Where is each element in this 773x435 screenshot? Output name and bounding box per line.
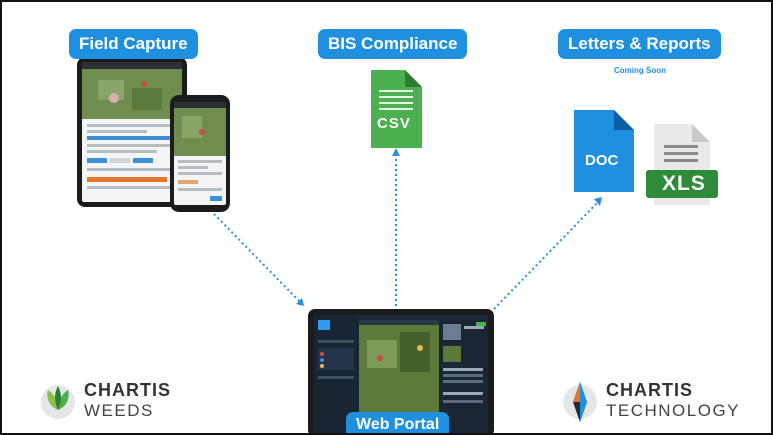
arrowhead-portal-left <box>296 298 304 306</box>
arrowhead-doc <box>594 197 602 206</box>
laptop-device <box>308 309 494 433</box>
chartis-technology-line1: CHARTIS <box>606 380 693 400</box>
chartis-weeds-logo <box>41 385 75 419</box>
coming-soon-note: Coming Soon <box>614 66 666 75</box>
csv-file-icon <box>371 70 422 148</box>
tablet-device <box>77 57 187 207</box>
chartis-weeds-line1: CHARTIS <box>84 380 171 400</box>
arrowhead-csv <box>392 148 400 156</box>
web-portal-label: Web Portal <box>346 412 450 433</box>
chartis-weeds-line2: WEEDS <box>84 401 154 420</box>
connector-reports-to-portal <box>493 199 601 310</box>
chartis-weeds-wordmark: CHARTIS WEEDS <box>84 380 171 421</box>
phone-device <box>170 95 230 212</box>
csv-label: CSV <box>377 115 411 132</box>
connectors <box>213 154 601 310</box>
xls-file-icon <box>646 124 718 205</box>
doc-label: DOC <box>585 152 619 169</box>
xls-label: XLS <box>662 172 706 195</box>
connector-field-to-portal <box>213 213 305 307</box>
chartis-technology-wordmark: CHARTIS TECHNOLOGY <box>606 380 740 421</box>
chartis-technology-logo <box>563 382 597 422</box>
bis-compliance-label: BIS Compliance <box>318 29 468 59</box>
field-capture-label: Field Capture <box>69 29 198 59</box>
doc-file-icon <box>574 110 634 192</box>
letters-reports-label: Letters & Reports <box>558 29 721 59</box>
chartis-technology-line2: TECHNOLOGY <box>606 401 741 420</box>
